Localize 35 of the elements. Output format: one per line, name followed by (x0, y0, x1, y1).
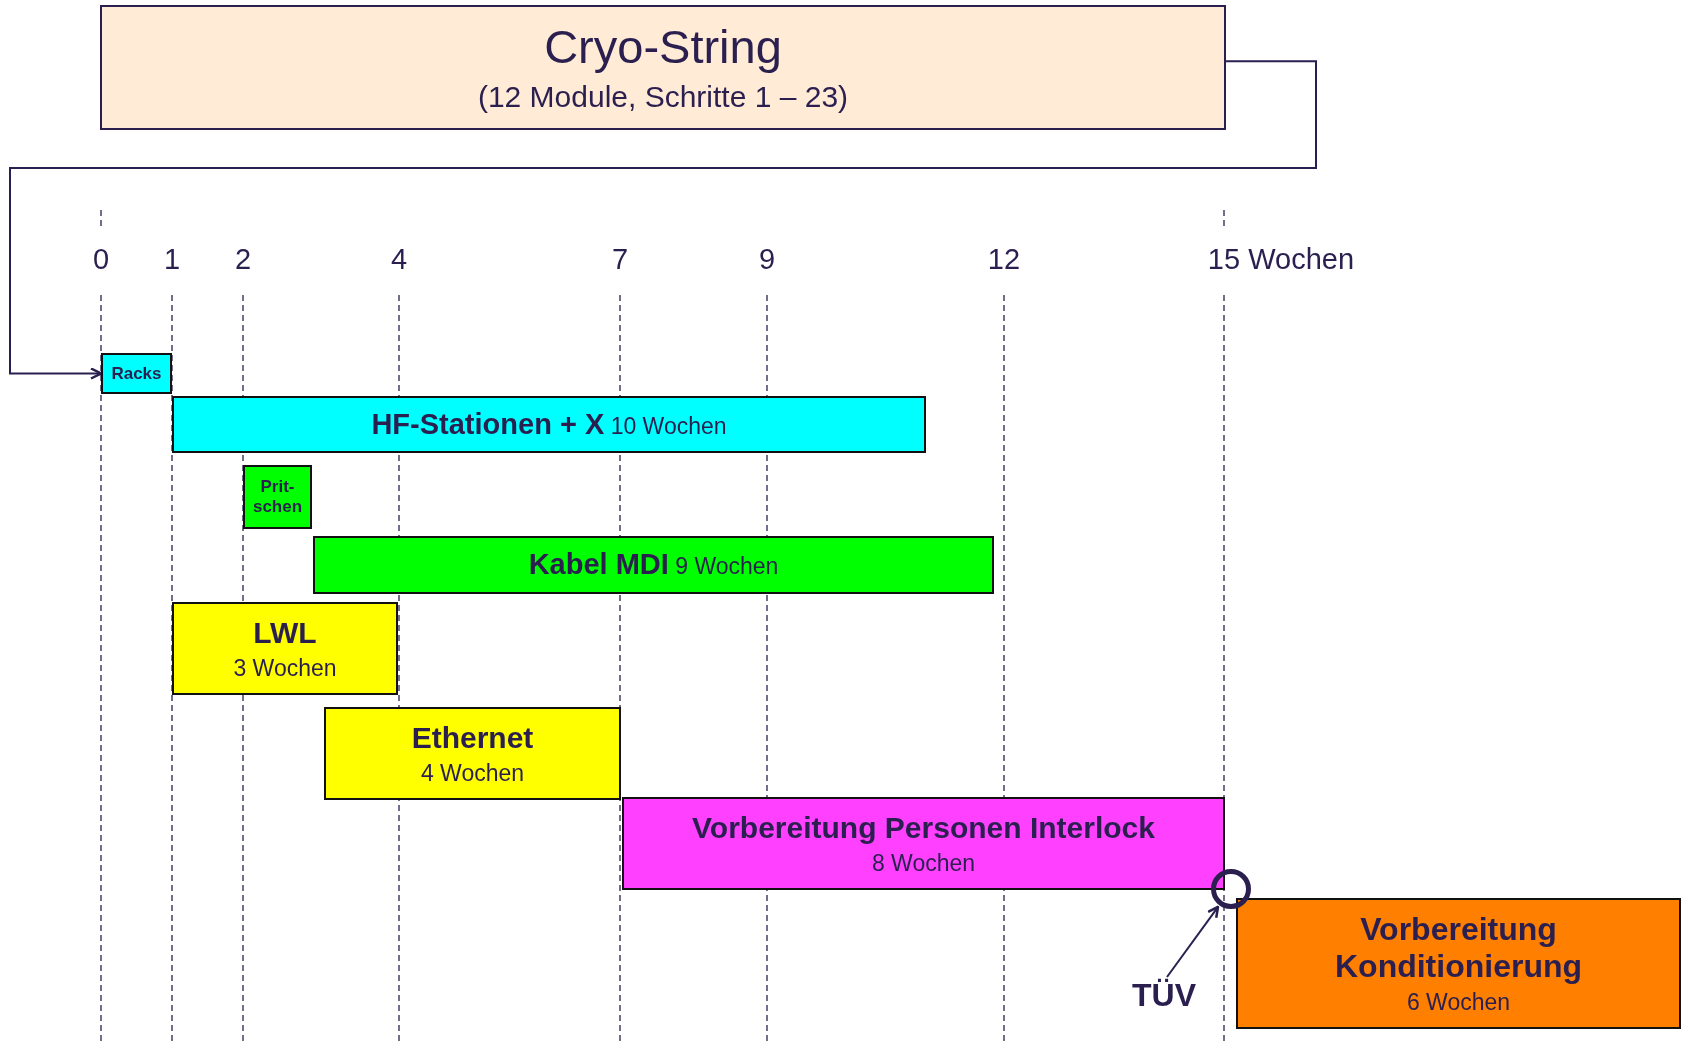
task-bar (324, 707, 621, 800)
week-tick-label: 15 Wochen (1207, 243, 1355, 276)
week-tick-label: 1 (163, 243, 181, 276)
week-tick-label: 2 (234, 243, 252, 276)
week-tick-label: 9 (758, 243, 776, 276)
project-subtitle: (12 Module, Schritte 1 – 23) (477, 80, 849, 115)
week-tick-label: 7 (611, 243, 629, 276)
milestone-circle (1211, 869, 1251, 909)
duration-label: 3 Wochen (233, 654, 337, 681)
task-bar (243, 465, 312, 529)
task-label: Prit- schen (252, 476, 303, 518)
duration-label: 8 Wochen (871, 849, 976, 876)
task-label: Vorbereitung Personen Interlock (692, 811, 1155, 846)
task-label: LWL (253, 616, 317, 651)
duration-label: 6 Wochen (1406, 989, 1511, 1016)
connector-arrow (9, 60, 1317, 380)
task-bar (172, 602, 398, 695)
task-bar (172, 396, 926, 453)
week-tick-label: 0 (92, 243, 110, 276)
connector-arrow (1166, 905, 1220, 978)
task-label: Kabel MDI 9 Wochen (528, 548, 779, 582)
project-box (100, 5, 1226, 130)
week-tick-label: 4 (390, 243, 408, 276)
milestone-label: TÜV (1128, 975, 1200, 1015)
task-label: Vorbereitung Konditionierung (1333, 911, 1584, 986)
task-bar (622, 797, 1225, 890)
task-bar (1236, 898, 1681, 1029)
task-label: Racks (111, 363, 162, 384)
task-bar (313, 536, 994, 594)
task-bar (101, 353, 172, 394)
duration-label: 4 Wochen (420, 759, 525, 786)
week-tick-label: 12 (987, 243, 1021, 276)
project-title: Cryo-String (544, 20, 782, 75)
task-label: Ethernet (411, 721, 534, 756)
task-label: HF-Stationen + X 10 Wochen (371, 407, 727, 442)
